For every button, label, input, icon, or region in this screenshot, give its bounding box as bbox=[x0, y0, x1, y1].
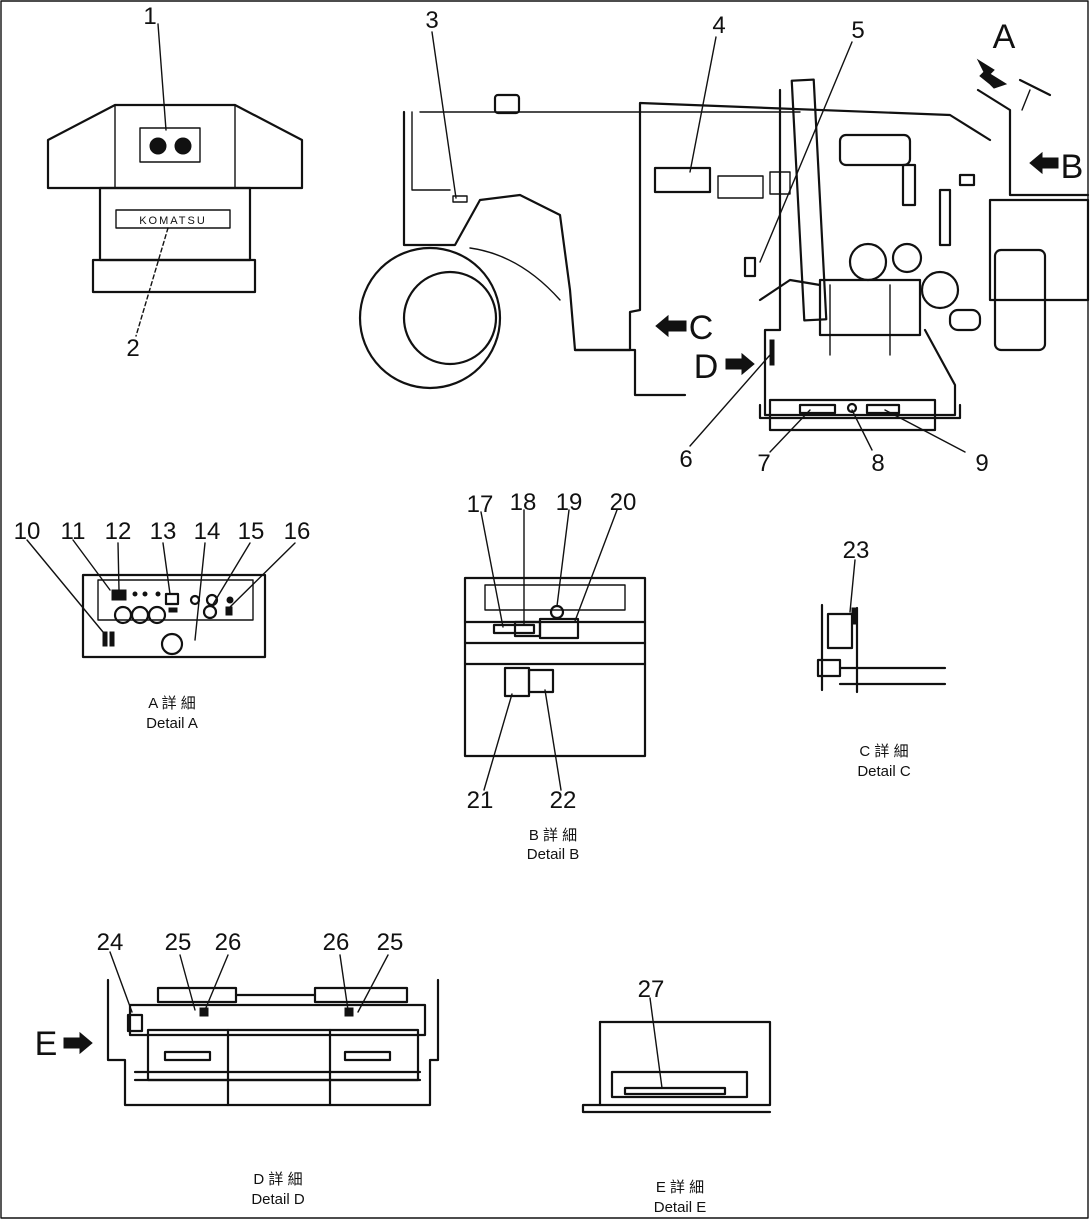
view-arrow-c-label: C bbox=[689, 309, 714, 347]
part-number-7: 7 bbox=[757, 450, 770, 477]
part-number-6: 6 bbox=[679, 446, 692, 473]
part-number-14: 14 bbox=[194, 518, 221, 545]
detail-e-caption-en: Detail E bbox=[654, 1199, 707, 1216]
part-number-2: 2 bbox=[126, 335, 139, 362]
detail-e-panel bbox=[581, 997, 772, 1114]
part-number-16: 16 bbox=[284, 518, 311, 545]
detail-d-caption-en: Detail D bbox=[251, 1191, 305, 1208]
view-arrow-b: B bbox=[1029, 148, 1084, 186]
view-arrow-a: A bbox=[976, 18, 1016, 89]
part-number-5: 5 bbox=[851, 17, 864, 44]
front-light-right-icon bbox=[174, 137, 192, 155]
front-wheel bbox=[358, 246, 502, 390]
detail-a-caption-jp: A 詳 細 bbox=[148, 695, 196, 712]
part-number-10: 10 bbox=[14, 518, 41, 545]
brand-plate bbox=[115, 209, 231, 229]
detail-a-panel bbox=[26, 539, 296, 659]
detail-b-caption-en: Detail B bbox=[527, 846, 580, 863]
part-number-13: 13 bbox=[150, 518, 177, 545]
view-arrow-e-label: E bbox=[35, 1025, 58, 1063]
detail-b-panel bbox=[463, 509, 647, 791]
detail-d-caption-jp: D 詳 細 bbox=[253, 1171, 302, 1188]
part-number-17: 17 bbox=[467, 491, 494, 518]
part-number-11: 11 bbox=[61, 518, 86, 545]
part-number-12: 12 bbox=[105, 518, 132, 545]
part-number-3: 3 bbox=[425, 7, 438, 34]
view-arrow-a-label: A bbox=[993, 18, 1016, 56]
detail-b-caption-jp: B 詳 細 bbox=[529, 827, 577, 844]
part-number-26-right: 26 bbox=[323, 929, 350, 956]
steering-wheel bbox=[1018, 78, 1052, 97]
part-number-23: 23 bbox=[843, 537, 870, 564]
view-arrow-b-label: B bbox=[1061, 148, 1084, 186]
part-number-24: 24 bbox=[97, 929, 124, 956]
view-arrow-c: C bbox=[655, 309, 714, 347]
detail-c-caption-en: Detail C bbox=[857, 763, 911, 780]
part-number-19: 19 bbox=[556, 489, 583, 516]
part-number-25-right: 25 bbox=[377, 929, 404, 956]
brand-plate-text: KOMATSU bbox=[139, 215, 207, 227]
part-number-18: 18 bbox=[510, 489, 537, 516]
detail-a-caption-en: Detail A bbox=[146, 715, 198, 732]
hood-label-4 bbox=[653, 166, 712, 194]
part-number-20: 20 bbox=[610, 489, 637, 516]
part-number-25-left: 25 bbox=[165, 929, 192, 956]
detail-d-panel bbox=[106, 951, 440, 1107]
machine-side-view bbox=[358, 78, 1090, 432]
part-number-8: 8 bbox=[871, 450, 884, 477]
detail-c-caption-jp: C 詳 細 bbox=[859, 743, 908, 760]
front-light-left-icon bbox=[149, 137, 167, 155]
part-number-1: 1 bbox=[143, 3, 156, 30]
detail-c-panel bbox=[816, 559, 947, 694]
part-number-26-left: 26 bbox=[215, 929, 242, 956]
part-number-21: 21 bbox=[467, 787, 494, 814]
view-arrow-d-label: D bbox=[694, 348, 719, 386]
part-number-4: 4 bbox=[712, 12, 725, 39]
part-number-9: 9 bbox=[975, 450, 988, 477]
view-arrow-e: E bbox=[35, 1025, 93, 1063]
part-number-22: 22 bbox=[550, 787, 577, 814]
detail-e-caption-jp: E 詳 細 bbox=[656, 1179, 704, 1196]
part-number-15: 15 bbox=[238, 518, 265, 545]
part-number-27: 27 bbox=[638, 976, 665, 1003]
view-arrow-d: D bbox=[694, 348, 755, 386]
front-view-plate: KOMATSU bbox=[46, 23, 304, 337]
